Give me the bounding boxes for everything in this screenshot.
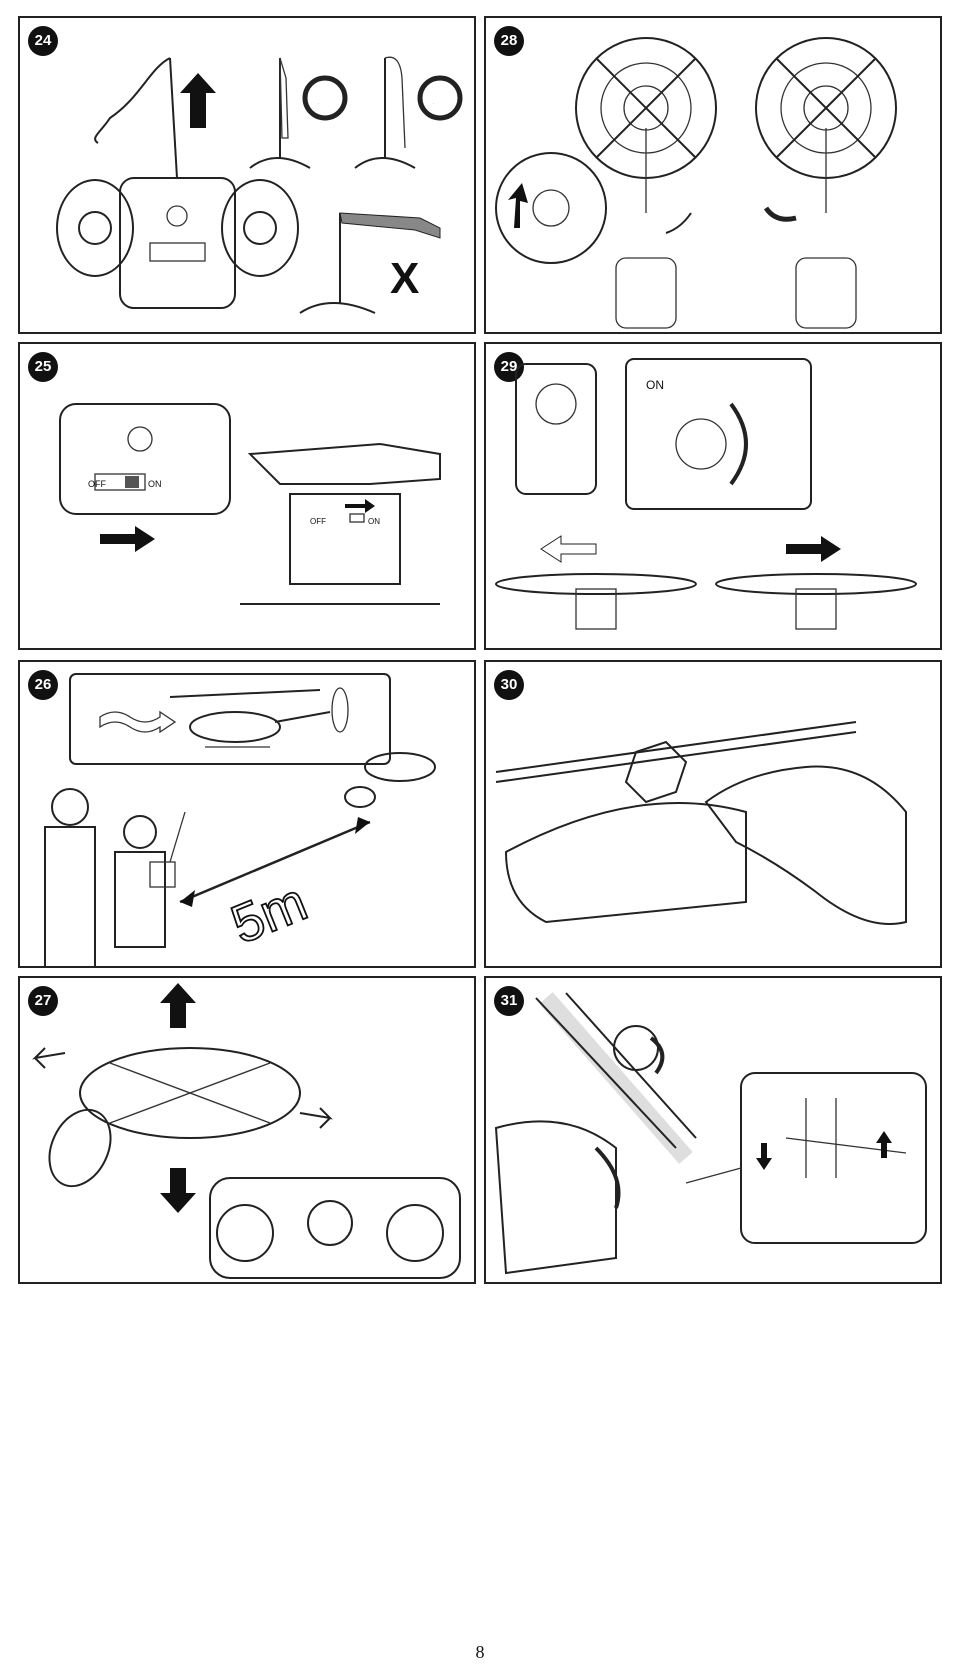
- step-number-30: 30: [494, 670, 524, 700]
- power-on-illustration: OFF ON OFF ON: [59, 403, 441, 605]
- left-arrow-icon: [32, 1047, 66, 1069]
- step-number-26: 26: [28, 670, 58, 700]
- helicopter-side: OFF ON: [240, 442, 441, 605]
- panel-24: 24 O O: [18, 16, 476, 334]
- counterclockwise-arrow-icon: [763, 206, 797, 222]
- distance-label: 5m: [223, 872, 315, 956]
- step-number-25: 25: [28, 352, 58, 382]
- rotor-disc-1: [575, 37, 717, 213]
- linkage-adjust-illustration: [494, 992, 927, 1275]
- zoom-circle: [495, 152, 607, 264]
- page-number: 8: [475, 1642, 485, 1662]
- flying-distance-illustration: 5m: [44, 673, 436, 968]
- streamer-flag: [94, 57, 171, 144]
- panel-31: 31: [484, 976, 942, 1284]
- rotate-arrow-icon: [508, 183, 528, 228]
- right-arrow-icon: [100, 526, 155, 552]
- step-number-27: 27: [28, 986, 58, 1016]
- right-arrow-icon: [786, 536, 841, 562]
- right-arrow-icon: [299, 1107, 333, 1129]
- hand-drawing: [704, 765, 907, 925]
- antenna-ok-2: [354, 56, 416, 169]
- throttle-illustration: [32, 983, 461, 1279]
- trim-illustration: [495, 37, 897, 329]
- left-arrow-icon: [540, 535, 597, 563]
- up-arrow-icon: [180, 73, 216, 128]
- step-number-29: 29: [494, 352, 524, 382]
- distance-arrow: [179, 820, 371, 904]
- child-figure: [114, 811, 186, 948]
- helicopter-inset: [169, 687, 349, 748]
- step-number-28: 28: [494, 26, 524, 56]
- switch-on-label: ON: [646, 378, 664, 392]
- step-number-24: 24: [28, 26, 58, 56]
- rotor-disc: [79, 1047, 301, 1139]
- panel-26: 26 5m: [18, 660, 476, 968]
- panel-29: 29 ON: [484, 342, 942, 650]
- ng-mark: X: [390, 254, 419, 303]
- ok-mark-1: O: [318, 103, 319, 105]
- wind-inset-box: [69, 673, 391, 765]
- switch-off-label: OFF: [88, 479, 106, 489]
- antenna-ok-1: [249, 57, 311, 169]
- down-arrow-icon: [160, 1168, 196, 1213]
- rotate-arrow-icon: [649, 1036, 665, 1075]
- panel-30: 30: [484, 660, 942, 968]
- heli-body: [494, 1120, 617, 1275]
- switch-on-label: ON: [148, 479, 162, 489]
- side-trim-illustration: ON: [495, 358, 917, 630]
- turn-arrow-icon: [594, 1146, 621, 1209]
- panel-28: 28: [484, 16, 942, 334]
- rotor-head: [624, 740, 688, 804]
- panel-25: 25 OFF ON OFF ON: [18, 342, 476, 650]
- blade-adjust-illustration: [495, 721, 907, 925]
- trim-arrow-icon: [729, 402, 748, 486]
- antenna-ng: [299, 212, 441, 314]
- zoom-box: [625, 358, 812, 510]
- zoom-box: [740, 1072, 927, 1244]
- down-arrow-icon: [756, 1143, 772, 1170]
- clockwise-arrow-icon: [665, 212, 692, 234]
- up-arrow-icon: [160, 983, 196, 1028]
- transmitter-drawing: [56, 57, 299, 309]
- heli-switch-on-label: ON: [368, 517, 380, 526]
- canopy: [504, 802, 747, 924]
- antenna-illustration: O O X: [56, 56, 463, 314]
- panel-27: 27: [18, 976, 476, 1284]
- heli-switch-off-label: OFF: [310, 517, 326, 526]
- transmitter-drawing: [209, 1177, 461, 1279]
- rotor-disc-2: [755, 37, 897, 213]
- wind-icon: [99, 710, 177, 734]
- transmitter-closeup: OFF ON: [59, 403, 231, 515]
- helicopter-flying: [344, 752, 436, 808]
- adult-figure: [44, 788, 96, 968]
- up-arrow-icon: [876, 1131, 892, 1158]
- step-number-31: 31: [494, 986, 524, 1016]
- ok-mark-2: O: [433, 103, 434, 105]
